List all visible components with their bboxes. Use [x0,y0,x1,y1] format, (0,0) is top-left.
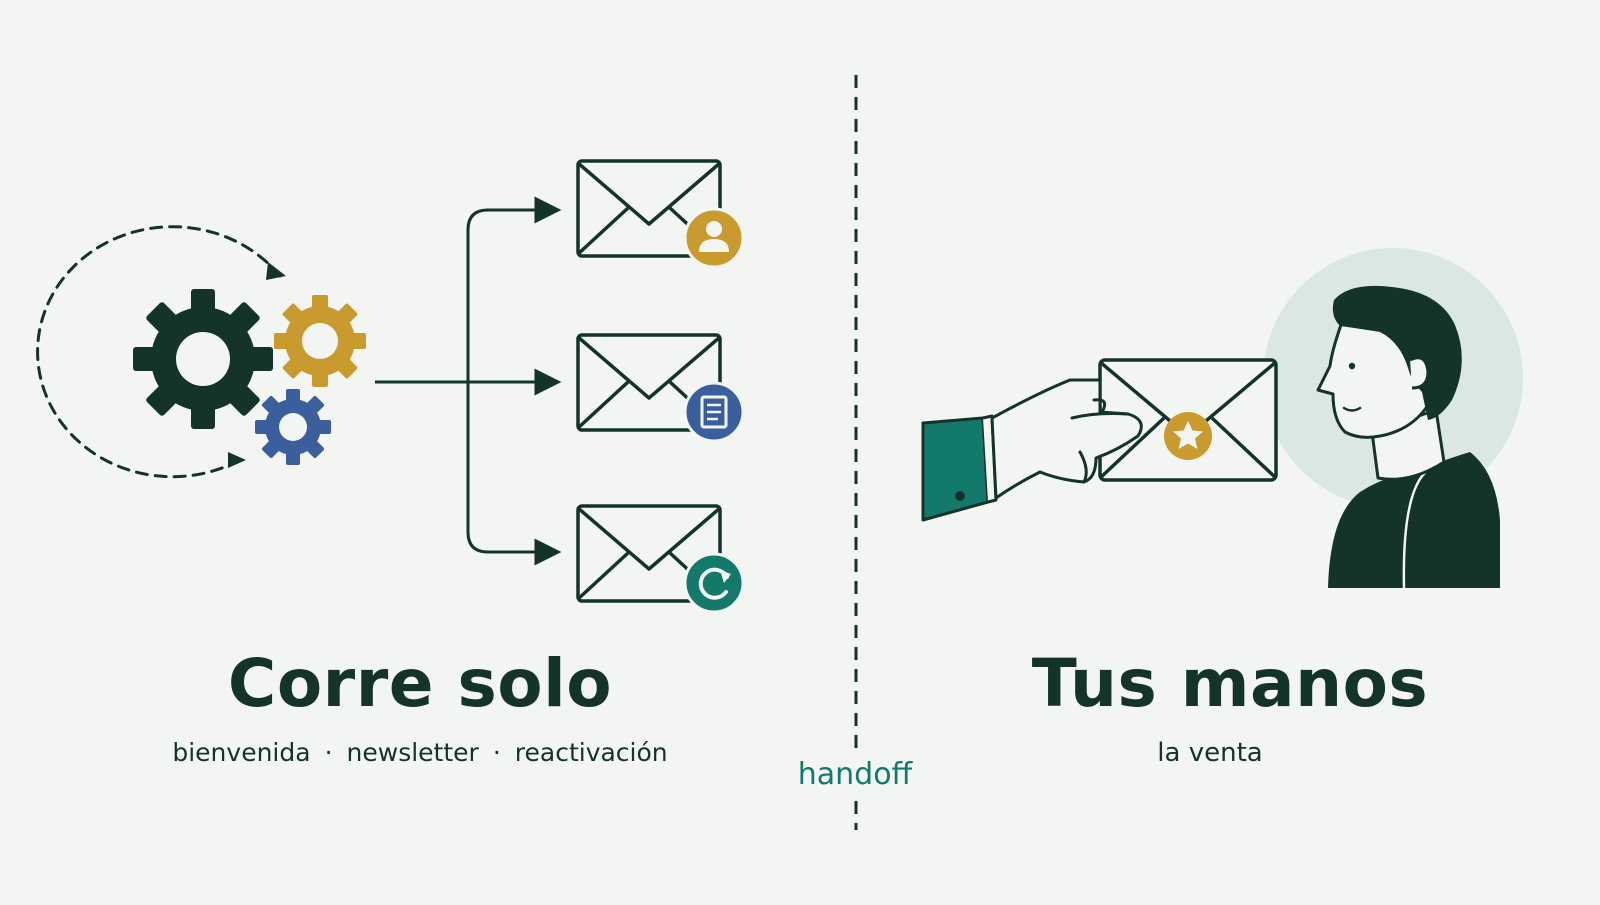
handoff-scene [921,248,1523,589]
document-badge-icon [683,381,745,443]
star-badge-icon [1164,412,1212,460]
user-badge-icon [683,207,745,269]
person-eye [1348,362,1356,370]
email-newsletter [576,333,745,443]
connector-top [466,196,562,382]
person-body [1328,452,1500,588]
person-collar [1402,469,1429,589]
hand-icon [990,378,1143,500]
email-reactivation [576,504,745,614]
handoff-label: handoff [755,757,955,792]
person-ear [1409,356,1430,390]
person-hair [1332,285,1462,420]
person-smile [1342,406,1362,412]
cycle-arrowhead-top [266,262,286,280]
refresh-badge-icon [683,552,745,614]
manual-title: Tus manos [1031,645,1429,722]
automation-title: Corre solo [227,645,613,722]
gear-icon-large [133,289,273,429]
gear-icon-medium [274,295,366,387]
subtitle-item-reactivation: reactivación [514,738,668,767]
sleeve-cuff [921,414,998,522]
connector-bottom [466,382,562,566]
subtitle-item-newsletter: newsletter [346,738,479,767]
automation-engine [36,225,366,479]
automation-subtitle: bienvenida · newsletter · reactivación [100,738,740,767]
subtitle-item-welcome: bienvenida [172,738,311,767]
subtitle-separator: · [492,738,501,767]
manual-subtitle: la venta [1157,738,1263,768]
email-welcome [576,159,745,269]
gear-icon-small [255,389,331,465]
subtitle-separator: · [324,738,333,767]
person-icon [1316,285,1500,589]
branch-connectors [375,196,562,566]
cycle-arrowhead-bottom [228,452,246,468]
cycle-arrow-icon [36,225,282,479]
